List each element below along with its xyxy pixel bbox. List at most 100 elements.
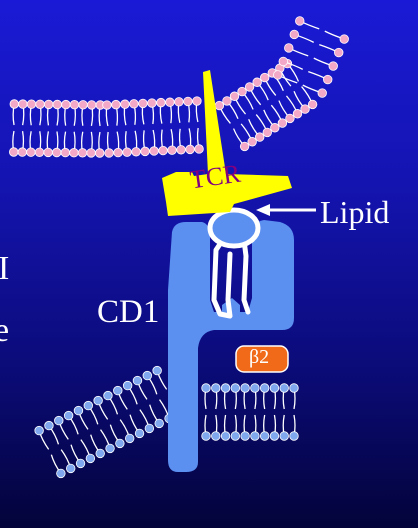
- lipid-headgroup: [26, 147, 36, 157]
- lipid-headgroup: [83, 400, 93, 411]
- lipid-headgroup: [339, 34, 349, 44]
- lipid-headgroup: [34, 425, 44, 436]
- lipid-headgroup: [240, 383, 250, 393]
- lipid-headgroup: [86, 148, 96, 158]
- lipid-headgroup: [69, 100, 80, 110]
- lipid-headgroup: [103, 390, 113, 401]
- lipid-headgroup: [259, 431, 270, 441]
- lipid-tails: [211, 235, 251, 319]
- lipid-headgroup: [176, 145, 186, 155]
- lipid-headgroup: [270, 123, 280, 133]
- lipid-headgroup: [295, 16, 305, 26]
- lipid-headgroup: [104, 148, 114, 158]
- lipid-headgroup: [115, 438, 125, 449]
- lipid-headgroup: [120, 99, 130, 109]
- upper-membrane-center: [102, 96, 204, 158]
- lipid-headgroup: [105, 443, 115, 454]
- lipid-headgroup: [75, 458, 86, 469]
- lipid-headgroup: [152, 365, 162, 376]
- lipid-headgroup: [259, 383, 270, 393]
- lipid-headgroup: [222, 96, 232, 106]
- lipid-headgroup: [156, 97, 166, 108]
- lipid-headgroup: [9, 147, 19, 157]
- lipid-headgroup: [260, 72, 270, 83]
- lipid-headgroup: [284, 43, 294, 53]
- lipid-headgroup: [262, 127, 272, 138]
- lipid-headgroup: [289, 383, 299, 393]
- lipid-headgroup: [273, 70, 283, 80]
- lipid-headgroup: [78, 100, 88, 110]
- lipid-headgroup: [26, 99, 37, 109]
- cd1-label: CD1: [97, 294, 160, 330]
- lipid-headgroup: [132, 375, 143, 386]
- lipid-headgroup: [131, 147, 141, 157]
- lipid-headgroup: [240, 431, 250, 441]
- left-edge-text-2: e: [0, 312, 10, 349]
- lipid-headgroup: [255, 132, 265, 142]
- beta2-label: β2: [249, 346, 270, 368]
- lipid-headgroup: [61, 99, 71, 110]
- lipid-headgroup: [279, 383, 289, 393]
- lipid-headgroup: [307, 99, 318, 110]
- lipid-headgroup: [35, 99, 45, 110]
- lipid-headgroup: [122, 380, 133, 391]
- lipid-headgroup: [229, 91, 240, 101]
- lipid-headgroup: [239, 141, 250, 152]
- lipid-headgroup: [201, 431, 211, 441]
- lipid-headgroup: [269, 383, 280, 393]
- lipid-headgroup: [52, 147, 62, 158]
- lipid-headgroup: [93, 395, 103, 406]
- lipid-headgroup: [142, 370, 152, 381]
- lipid-headgroup: [194, 144, 204, 154]
- lipid-headgroup: [60, 147, 71, 158]
- lipid-headgroup: [165, 97, 175, 107]
- lipid-headgroup: [85, 453, 96, 464]
- lipid-headgroup: [66, 463, 76, 474]
- lipid-headgroup: [220, 431, 231, 441]
- lipid-headgroup: [211, 383, 221, 393]
- upper-membrane-right-2: [273, 16, 349, 98]
- lipid-headgroup: [138, 98, 148, 109]
- lipid-headgroup: [244, 82, 255, 92]
- lipid-headgroup: [237, 86, 247, 97]
- lipid-headgroup: [17, 147, 28, 157]
- lipid-headgroup: [122, 147, 132, 157]
- lipid-headgroup: [158, 145, 168, 156]
- lipid-headgroup: [279, 431, 289, 441]
- lipid-headgroup: [252, 77, 262, 87]
- lipid-headgroup: [140, 146, 150, 157]
- lipid-headgroup: [102, 100, 112, 110]
- lipid-headgroup: [154, 418, 164, 429]
- lower-membrane-left: [34, 365, 184, 479]
- lipid-headgroup: [317, 88, 327, 98]
- lipid-headgroup: [144, 423, 155, 434]
- lipid-headgroup: [278, 56, 288, 67]
- lower-membrane-right: [201, 383, 299, 441]
- lipid-headgroup: [300, 104, 310, 114]
- tcr-molecule: [162, 70, 292, 216]
- lipid-headgroup: [277, 118, 288, 128]
- lipid-headgroup: [73, 405, 84, 416]
- lipid-headgroup: [167, 145, 177, 155]
- lipid-headgroup: [44, 420, 54, 431]
- lipid-headgroup: [328, 61, 338, 71]
- cd1-molecule: [168, 220, 294, 472]
- beta2-domain: [235, 345, 289, 373]
- lipid-headgroup: [201, 383, 211, 393]
- left-edge-text-1: I: [0, 250, 10, 287]
- lipid-headgroup: [185, 144, 195, 155]
- lipid-headgroup: [54, 415, 64, 426]
- lipid-headgroup: [285, 113, 295, 124]
- lipid-headgroup: [230, 383, 241, 393]
- lipid-headgroup: [43, 147, 53, 158]
- lipid-headgroup: [56, 468, 66, 479]
- lipid-headgroup: [129, 99, 139, 109]
- lipid-headgroup: [230, 431, 241, 441]
- lipid-headgroup: [69, 147, 79, 158]
- lipid-headgroup: [211, 431, 221, 441]
- lipid-headgroup: [289, 29, 299, 40]
- lipid-headgroup: [113, 385, 123, 396]
- lipid-headgroup: [113, 147, 123, 158]
